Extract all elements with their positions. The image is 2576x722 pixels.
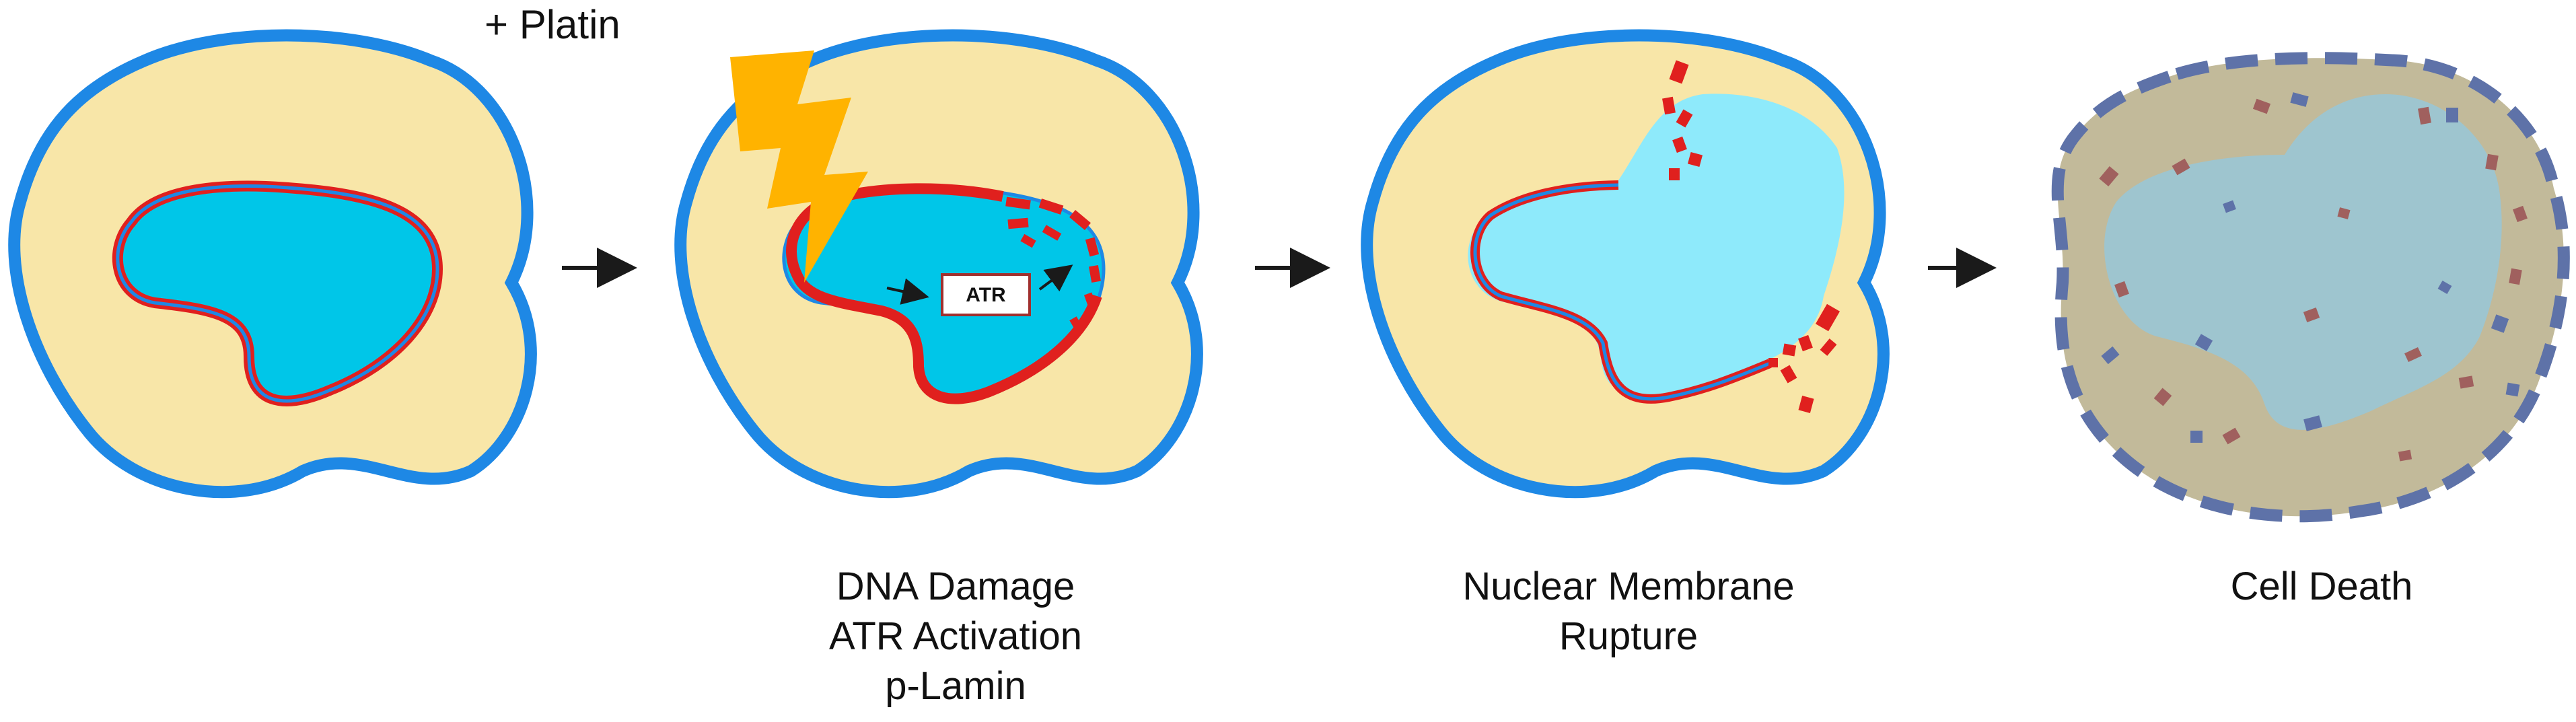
arrow-atr-to-lamin xyxy=(1038,264,1073,292)
stage-1-cell xyxy=(8,29,537,499)
stage-3-cell xyxy=(1361,29,1890,499)
cell-3-nuclear-membrane xyxy=(1473,183,1770,401)
treatment-label: + Platin xyxy=(485,2,620,47)
stage-4-cell xyxy=(2051,52,2570,523)
cell-2-p-lamin-fragments xyxy=(1005,196,1101,331)
cell-3-nucleus-leaking xyxy=(1468,94,1845,397)
cell-1-nuclear-membrane xyxy=(116,184,439,403)
cell-3-lamin-fragments-bottom xyxy=(1768,303,1840,413)
stage-2-caption: DNA Damage ATR Activation p-Lamin xyxy=(754,562,1157,711)
cell-4-debris-blue xyxy=(2101,92,2520,443)
atr-label: ATR xyxy=(966,284,1006,306)
stage-3-caption: Nuclear Membrane Rupture xyxy=(1413,562,1844,661)
stage-2-cell: ATR xyxy=(674,29,1203,499)
arrow-damage-to-atr xyxy=(886,278,929,305)
stage-2-caption-line: ATR Activation xyxy=(828,614,1083,658)
stage-4-caption-line: Cell Death xyxy=(2230,565,2413,608)
stage-3-caption-line: Nuclear Membrane xyxy=(1462,565,1795,608)
stage-2-caption-line: DNA Damage xyxy=(836,565,1075,608)
stage-3-caption-line: Rupture xyxy=(1559,614,1698,658)
cell-3-lamin-fragments-top xyxy=(1662,60,1703,180)
stage-4-caption: Cell Death xyxy=(2120,562,2524,612)
stage-2-caption-line: p-Lamin xyxy=(885,664,1026,708)
lightning-bolt-icon xyxy=(730,50,868,283)
atr-box xyxy=(941,273,1031,316)
cell-4-debris-red xyxy=(2099,98,2528,462)
